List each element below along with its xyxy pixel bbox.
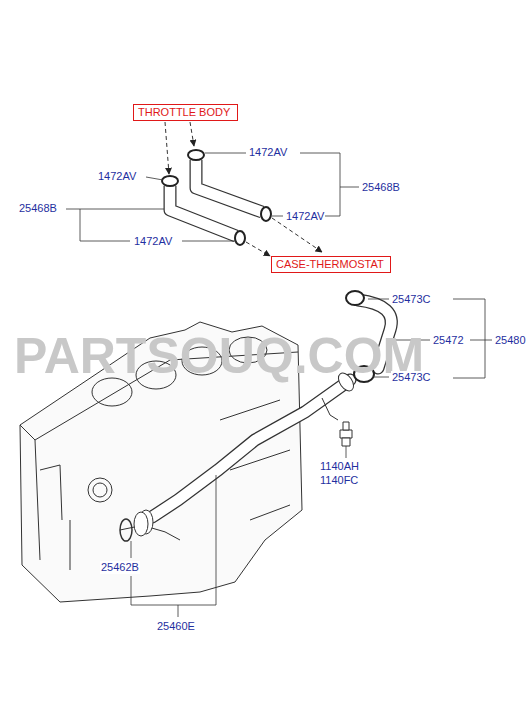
- callout-number: 1472AV: [133, 235, 173, 248]
- callout-number: 1472AV: [285, 210, 325, 223]
- reference-text: CASE-THERMOSTAT: [272, 257, 390, 272]
- callout-number: 1472AV: [97, 170, 137, 183]
- callout-number: 25472: [432, 334, 465, 347]
- bypass-hoses: [162, 150, 271, 245]
- dashed-pointers: [165, 122, 322, 256]
- callout-number: 25460E: [156, 620, 196, 633]
- callout-number: 25462B: [100, 561, 140, 574]
- watermark: PARTSOUQ.COM: [14, 330, 424, 382]
- water-pipe: [120, 370, 357, 541]
- callout-number: 25473C: [391, 293, 432, 306]
- reference-box: CASE-THERMOSTAT: [271, 256, 391, 273]
- leader-lines: [66, 153, 492, 617]
- callout-number: 25480: [494, 334, 527, 347]
- callout-number: 1472AV: [248, 146, 288, 159]
- callout-number: 25468B: [361, 181, 401, 194]
- callout-number: 25468B: [18, 202, 58, 215]
- callout-number: 1140AH: [319, 460, 360, 473]
- bolt: [340, 422, 352, 446]
- callout-number: 25473C: [391, 371, 432, 384]
- reference-text: THROTTLE BODY: [134, 105, 237, 120]
- callout-number: 1140FC: [319, 474, 359, 487]
- reference-box: THROTTLE BODY: [133, 104, 238, 121]
